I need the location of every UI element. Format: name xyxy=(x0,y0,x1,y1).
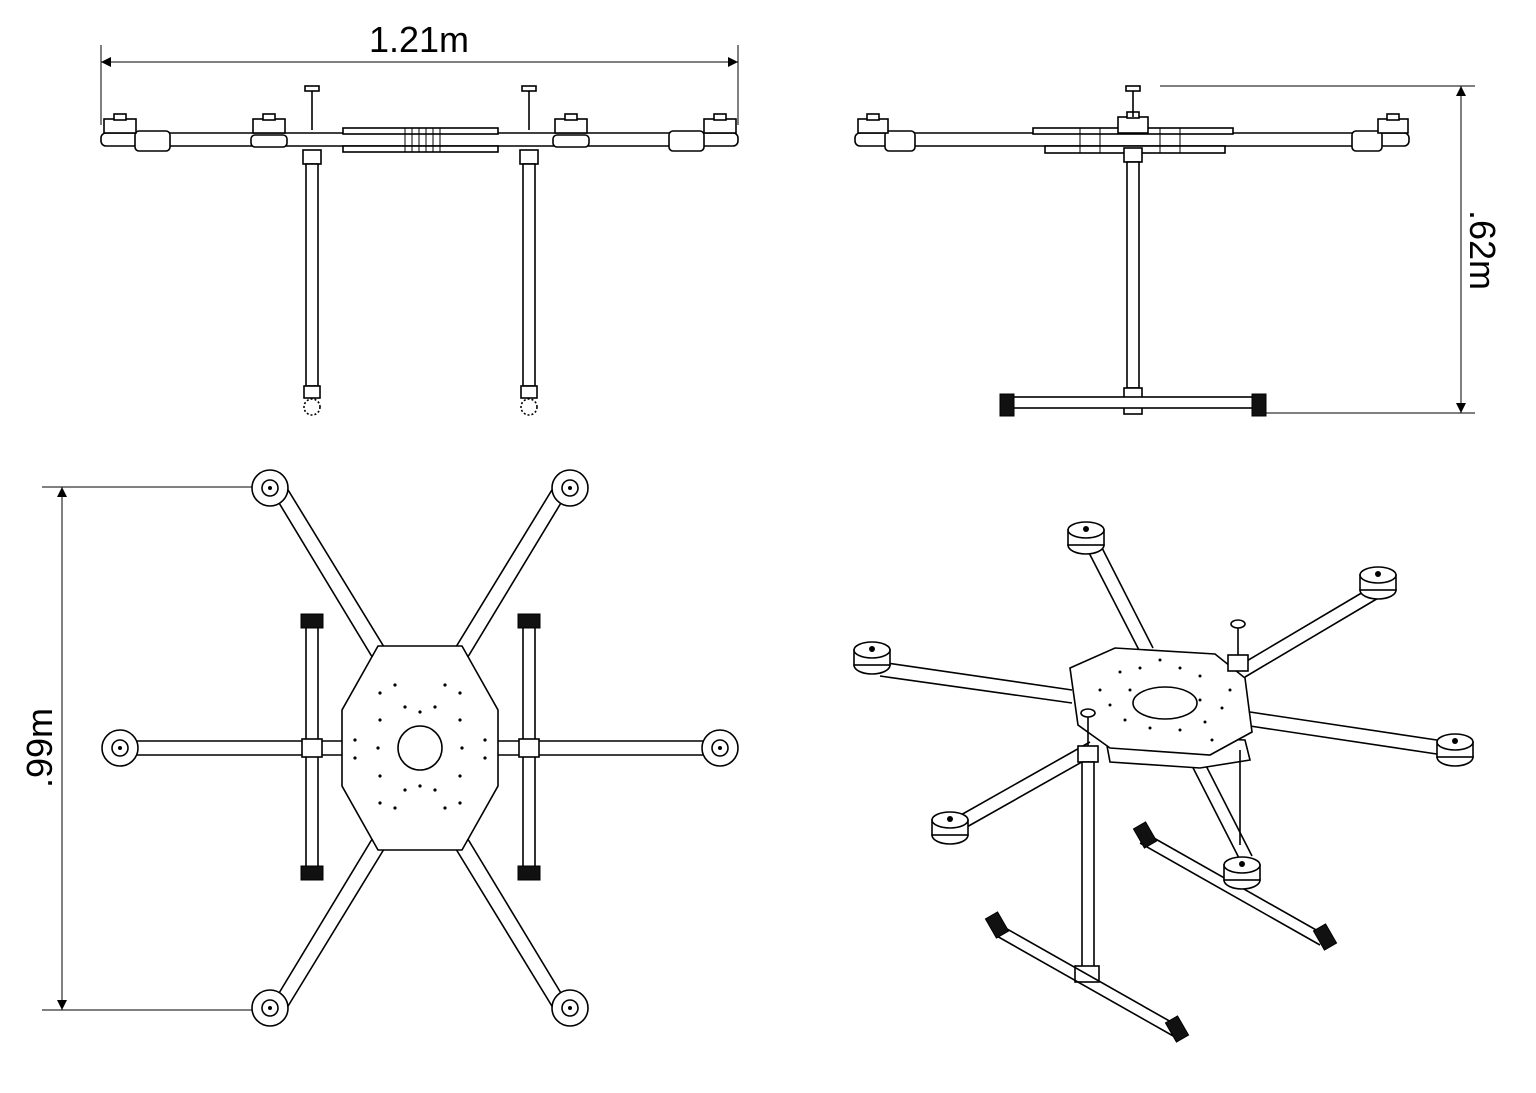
motor-icon xyxy=(703,113,737,134)
motor-icon xyxy=(552,113,590,148)
motor-icon xyxy=(701,729,739,767)
motor-icon xyxy=(551,469,589,507)
motor-icon xyxy=(251,989,289,1027)
motor-icon xyxy=(101,729,139,767)
depth-dimension-label: .99m xyxy=(19,708,60,788)
height-dimension-label: .62m xyxy=(1462,210,1503,290)
motor-icon xyxy=(551,989,589,1027)
isometric-view xyxy=(853,521,1474,1043)
motor-icon xyxy=(1377,113,1409,134)
motor-icon xyxy=(853,641,891,675)
front-view: 1.21m xyxy=(100,19,739,416)
motor-icon xyxy=(857,113,889,134)
top-view: .99m xyxy=(19,469,739,1027)
motor-icon xyxy=(251,469,289,507)
motor-icon xyxy=(1223,856,1261,890)
motor-icon xyxy=(1436,733,1474,767)
motor-icon xyxy=(1067,521,1105,555)
motor-icon xyxy=(250,113,288,148)
side-view: .62m xyxy=(854,85,1503,417)
width-dimension-label: 1.21m xyxy=(369,19,469,60)
motor-icon xyxy=(103,113,137,134)
motor-icon xyxy=(1359,566,1397,600)
motor-icon xyxy=(931,811,969,845)
